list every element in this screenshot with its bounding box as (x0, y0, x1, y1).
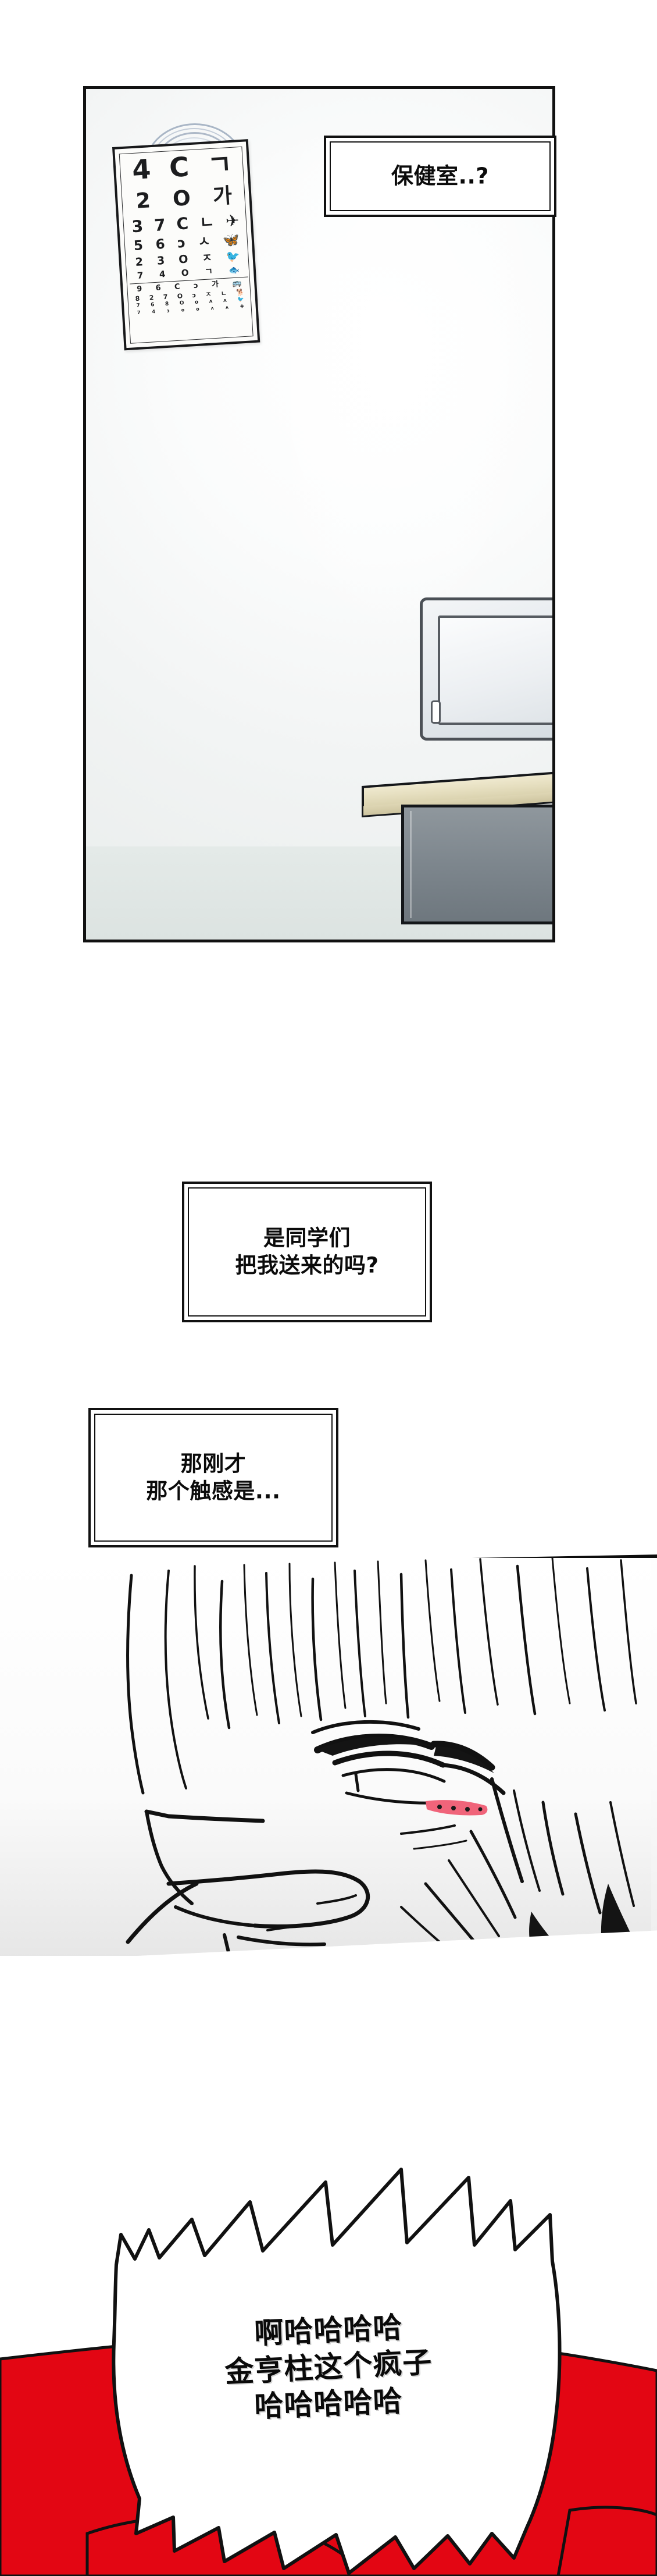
eye-chart-cell: 🐦 (237, 297, 244, 303)
eye-chart-cell: 4 (131, 153, 152, 186)
eye-chart-cell: o (195, 306, 199, 312)
caption-line-2: 那个触感是... (146, 1479, 281, 1504)
eye-chart-cell: ɔ (177, 235, 186, 251)
cabinet-under-desk (401, 805, 552, 924)
shout-balloon-artwork (0, 2126, 657, 2576)
eye-chart-cell: 가 (211, 280, 219, 290)
eye-chart-cell: ɔ (193, 281, 199, 291)
eye-chart-cell: ㄴ (220, 289, 227, 298)
eye-chart-cell: 5 (133, 238, 144, 254)
eye-chart-cell: C (168, 151, 190, 184)
eye-chart-cell: o (194, 299, 199, 306)
eye-chart-cell: 🐕 (235, 288, 245, 297)
eye-chart-cell: ✚ (240, 304, 244, 309)
eye-chart-cell: ᴧ (209, 298, 213, 305)
caption-text-touch: 那刚才 那个触感是... (110, 1450, 317, 1506)
blush-mark (426, 1800, 488, 1816)
eye-chart-cell: 9 (136, 284, 142, 294)
window-light-glow (291, 140, 552, 650)
caption-line-2: 把我送来的吗? (235, 1253, 379, 1278)
eye-chart-cell: 8 (165, 301, 169, 308)
caption-line-1: 是同学们 (263, 1225, 351, 1251)
eye-chart-cell: O (177, 292, 183, 300)
eye-chart-cell: ᴧ (210, 305, 215, 311)
eye-chart-cell: O (181, 267, 190, 279)
caption-line-1: 那刚才 (180, 1451, 247, 1476)
eye-chart-cell: 6 (155, 236, 166, 252)
eye-chart-cell: O (172, 186, 191, 211)
eye-chart-cell: ✈ (224, 211, 240, 231)
face-artwork (0, 1558, 651, 1956)
eye-chart-cell: ㅅ (197, 234, 211, 250)
eye-chart-cell: 7 (163, 293, 168, 301)
eye-chart-cell: O (179, 300, 184, 307)
eye-chart-cell: 7 (137, 270, 144, 281)
eye-chart-cell: 🦋 (222, 232, 240, 248)
eye-chart-cell: ɔ (192, 291, 197, 300)
eye-chart-cell: 6 (151, 302, 155, 308)
eye-chart-cell: ㅈ (201, 251, 213, 265)
caption-text-classmates: 是同学们 把我送来的吗? (204, 1225, 410, 1280)
eye-chart-cell: 2 (135, 255, 144, 269)
eye-chart-cell: 2 (135, 188, 152, 214)
eye-chart-cell: C (174, 282, 181, 292)
eye-chart-cell: 🐦 (226, 250, 241, 264)
eye-chart-cell: ᴧ (223, 297, 227, 304)
eye-chart-cell: 7 (136, 303, 141, 309)
caption-box-infirmary: 保健室..? (324, 136, 556, 217)
computer-monitor (420, 597, 552, 741)
eye-chart-cell: 4 (152, 309, 156, 315)
eye-chart-cell: 3 (131, 216, 144, 237)
eye-chart-cell: 2 (149, 294, 154, 302)
eye-chart-cell: ㄱ (204, 266, 213, 277)
eye-chart-cell: ㄴ (199, 212, 215, 233)
red-shout-panel: 啊哈哈哈哈 金亨柱这个疯子 哈哈哈哈哈 (0, 2126, 657, 2576)
caption-box-touch: 那刚才 那个触感是... (88, 1408, 338, 1547)
eye-chart-cell: 6 (155, 283, 162, 293)
eye-chart-cell: O (178, 252, 189, 266)
face-panel-frame (0, 1554, 657, 1956)
eye-chart-cell: 7 (137, 309, 141, 315)
eye-chart-cell: 8 (135, 294, 140, 303)
desk-and-monitor-group (362, 597, 552, 924)
eye-chart-cell: 3 (156, 254, 165, 268)
eye-chart-cell: ᴧ (225, 304, 229, 310)
eye-chart-cell: 🐟 (228, 264, 240, 276)
eye-chart-cell: 4 (159, 268, 166, 280)
eye-chart-cell: ɔ (166, 308, 170, 314)
eye-chart-cell: 가 (212, 183, 233, 209)
monitor-port (431, 700, 441, 724)
eye-chart-cell: C (176, 214, 190, 234)
caption-box-classmates: 是同学们 把我送来的吗? (182, 1182, 432, 1322)
eye-chart-cell: o (181, 307, 185, 313)
monitor-screen (438, 615, 552, 725)
eye-chart-cell: 🚌 (231, 279, 242, 289)
eye-chart-cell: ㅈ (205, 290, 212, 298)
shout-text: 啊哈哈哈哈 金亨柱这个疯子 哈哈哈哈哈 (125, 2311, 532, 2424)
caption-text-infirmary: 保健室..? (391, 163, 489, 189)
closeup-face-panel (0, 1554, 657, 1956)
shout-balloon-shape (112, 2168, 562, 2575)
eye-chart-cell: 7 (153, 215, 166, 235)
eye-chart-cell: ㄱ (206, 148, 233, 182)
